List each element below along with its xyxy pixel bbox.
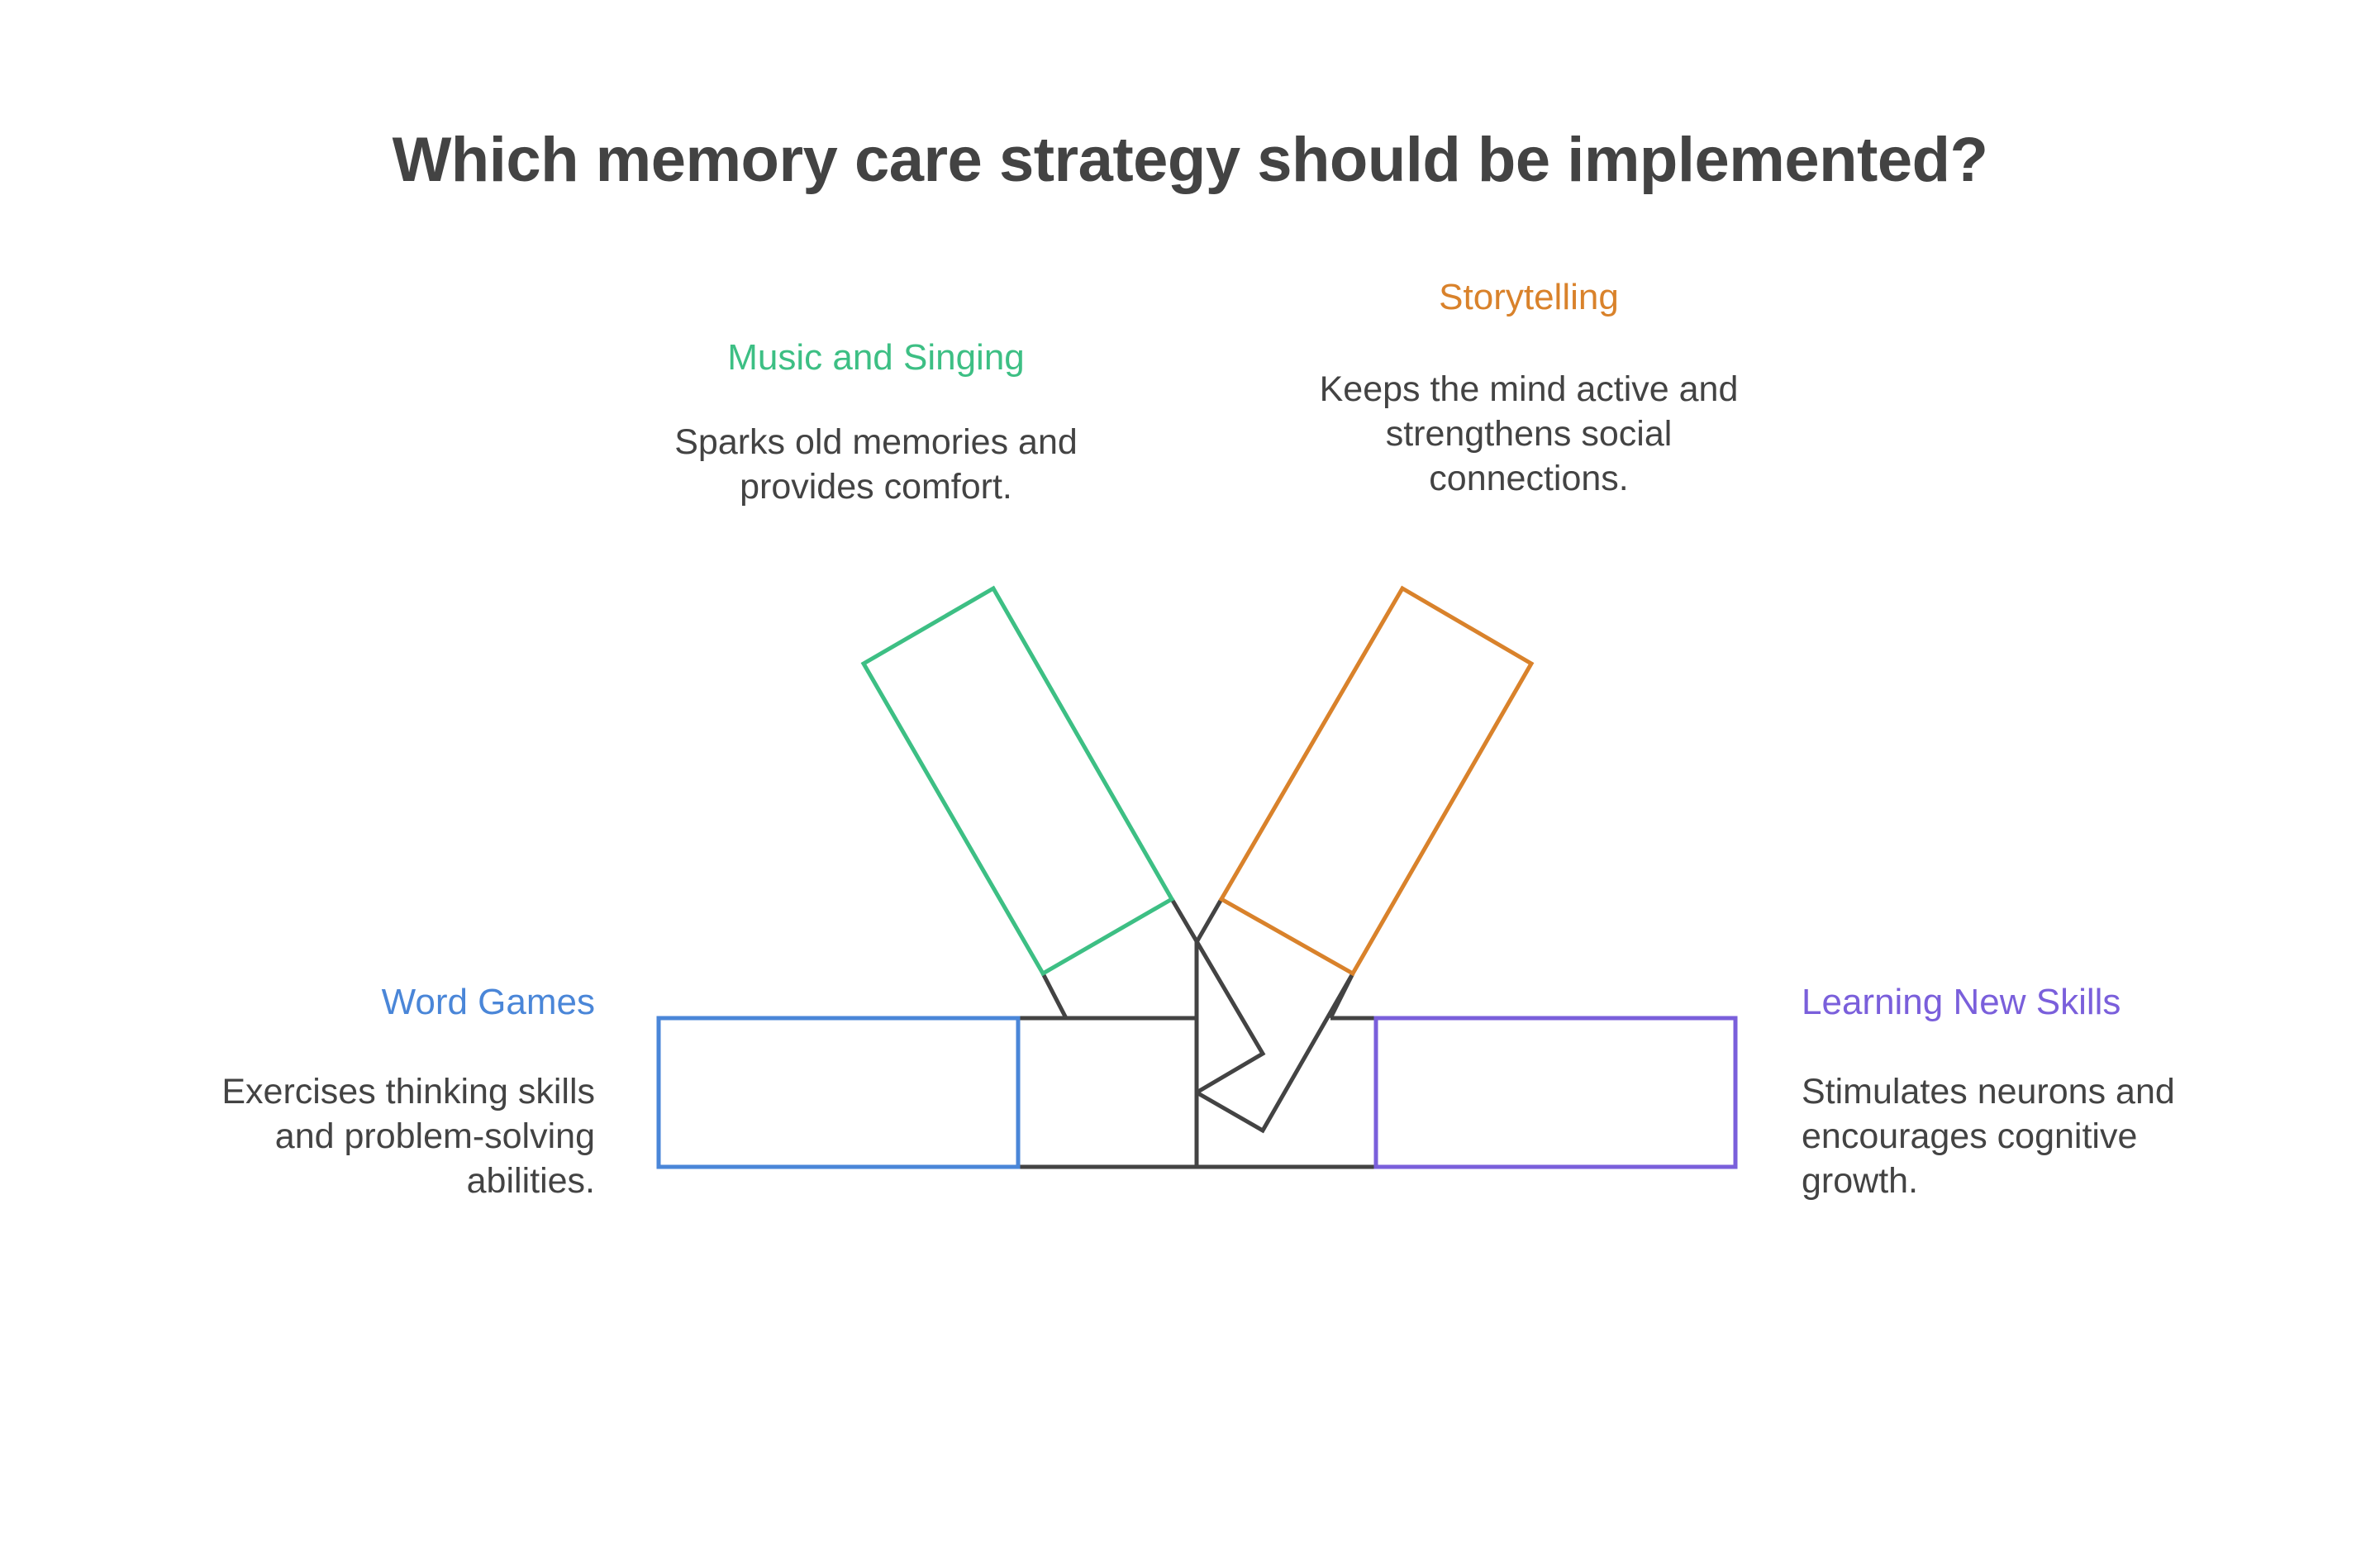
music-connector [1040,897,1266,1095]
word-description: Exercises thinking skills and problem-so… [99,1069,595,1203]
music-description: Sparks old memories and provides comfort… [587,420,1165,509]
story-label: Storytelling [1439,277,1619,317]
music-desc-line-2: provides comfort. [740,467,1012,507]
word-desc-line-2: and problem-solving [274,1116,595,1156]
story-desc-line-2: strengthens social [1385,414,1673,454]
center-frame-bottom-right [1197,1016,1376,1169]
story-description: Keeps the mind active and strengthens so… [1240,367,1818,501]
center-frame-bottom-left [1018,1016,1199,1169]
word-games-box [656,1016,1021,1169]
music-desc-line-1: Sparks old memories and [674,422,1078,462]
page-title: Which memory care strategy should be imp… [392,125,1988,195]
story-connector [1194,897,1355,1134]
word-desc-line-3: abilities. [466,1161,595,1201]
word-desc-line-1: Exercises thinking skills [221,1072,595,1111]
learning-label: Learning New Skills [1802,982,2121,1022]
music-box [860,585,1175,977]
learning-desc-line-1: Stimulates neurons and [1802,1072,2175,1111]
story-desc-line-1: Keeps the mind active and [1319,369,1739,409]
story-box [1218,585,1535,977]
story-desc-line-3: connections. [1429,459,1629,498]
learning-description: Stimulates neurons and encourages cognit… [1802,1069,2314,1203]
learning-box [1373,1016,1738,1169]
learning-desc-line-3: growth. [1802,1161,1919,1201]
music-label: Music and Singing [727,337,1025,378]
word-label: Word Games [381,982,595,1022]
learning-desc-line-2: encourages cognitive [1802,1116,2138,1156]
